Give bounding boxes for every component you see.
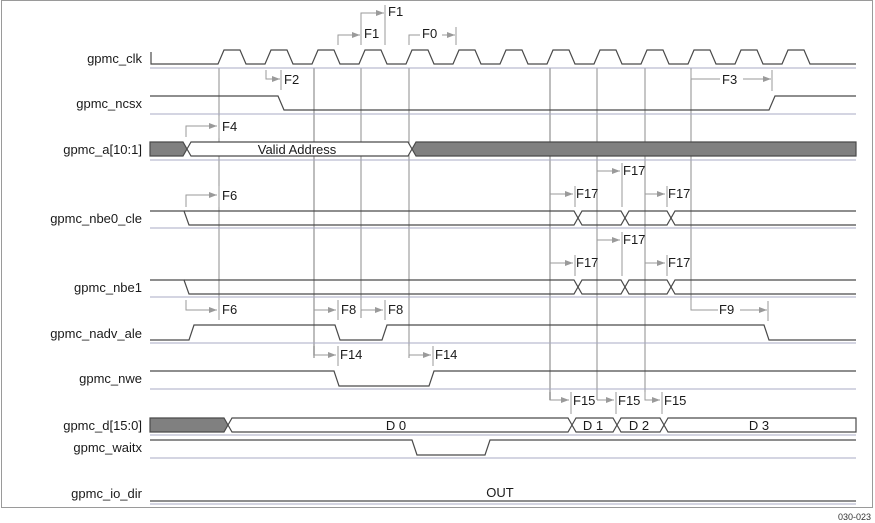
figure-id-label: 030-023 <box>837 512 871 522</box>
annotation-f14-a: F14 <box>340 347 362 362</box>
annotation-f1: F1 <box>364 26 379 41</box>
waveform-gpmc-waitx <box>150 439 856 459</box>
waveform-gpmc-nbe1 <box>150 279 856 298</box>
annotation-f3: F3 <box>722 72 737 87</box>
annotation-f17-nbe1-c: F17 <box>668 255 690 270</box>
annotation-f17-nbe0-a: F17 <box>623 163 645 178</box>
signal-labels: gpmc_clk gpmc_ncsx gpmc_a[10:1] gpmc_nbe… <box>50 51 142 501</box>
annotation-f2: F2 <box>284 72 299 87</box>
annotation-f17-nbe0-b: F17 <box>576 186 598 201</box>
bus-value-d2: D 2 <box>629 418 649 433</box>
bus-value-d0: D 0 <box>386 418 406 433</box>
annotation-f6-a: F6 <box>222 188 237 203</box>
waveform-gpmc-nbe0-cle <box>150 210 856 229</box>
waveform-gpmc-d: D 0 D 1 D 2 D 3 <box>149 417 857 436</box>
waveform-gpmc-ncsx <box>150 95 856 115</box>
timing-annotations: F1 F1 F0 F2 F3 F4 F6 F6 F8 <box>185 4 773 414</box>
bus-value-d1: D 1 <box>583 418 603 433</box>
annotation-f14-b: F14 <box>435 347 457 362</box>
signal-label-gpmc-io-dir: gpmc_io_dir <box>71 486 142 501</box>
signal-label-gpmc-nbe1: gpmc_nbe1 <box>74 280 142 295</box>
annotation-f17-nbe1-a: F17 <box>623 232 645 247</box>
annotation-f17-nbe0-c: F17 <box>668 186 690 201</box>
annotation-f8-b: F8 <box>388 302 403 317</box>
signal-label-gpmc-a: gpmc_a[10:1] <box>63 142 142 157</box>
signal-label-gpmc-ncsx: gpmc_ncsx <box>76 96 142 111</box>
annotation-f6-b: F6 <box>222 302 237 317</box>
bus-value-out: OUT <box>486 485 514 500</box>
waveform-gpmc-clk <box>150 49 856 69</box>
annotation-f15-b: F15 <box>618 393 640 408</box>
signal-label-gpmc-clk: gpmc_clk <box>87 51 142 66</box>
signal-label-gpmc-nbe0-cle: gpmc_nbe0_cle <box>50 211 142 226</box>
annotation-f1-top: F1 <box>388 4 403 19</box>
annotation-f0: F0 <box>422 26 437 41</box>
annotation-f4: F4 <box>222 119 237 134</box>
signal-label-gpmc-nwe: gpmc_nwe <box>79 371 142 386</box>
bus-value-d3: D 3 <box>749 418 769 433</box>
signal-label-gpmc-waitx: gpmc_waitx <box>73 440 142 455</box>
waveform-gpmc-nadv-ale <box>150 324 856 344</box>
waveform-gpmc-io-dir: OUT <box>150 485 856 505</box>
bus-value-valid-address: Valid Address <box>258 142 337 157</box>
annotation-f9: F9 <box>719 302 734 317</box>
signal-label-gpmc-nadv-ale: gpmc_nadv_ale <box>50 326 142 341</box>
waveform-gpmc-nwe <box>150 370 856 390</box>
annotation-f8-a: F8 <box>341 302 356 317</box>
annotation-f15-a: F15 <box>573 393 595 408</box>
annotation-f17-nbe1-b: F17 <box>576 255 598 270</box>
annotation-f15-c: F15 <box>664 393 686 408</box>
signal-label-gpmc-d: gpmc_d[15:0] <box>63 418 142 433</box>
waveform-gpmc-a: Valid Address <box>149 141 857 161</box>
